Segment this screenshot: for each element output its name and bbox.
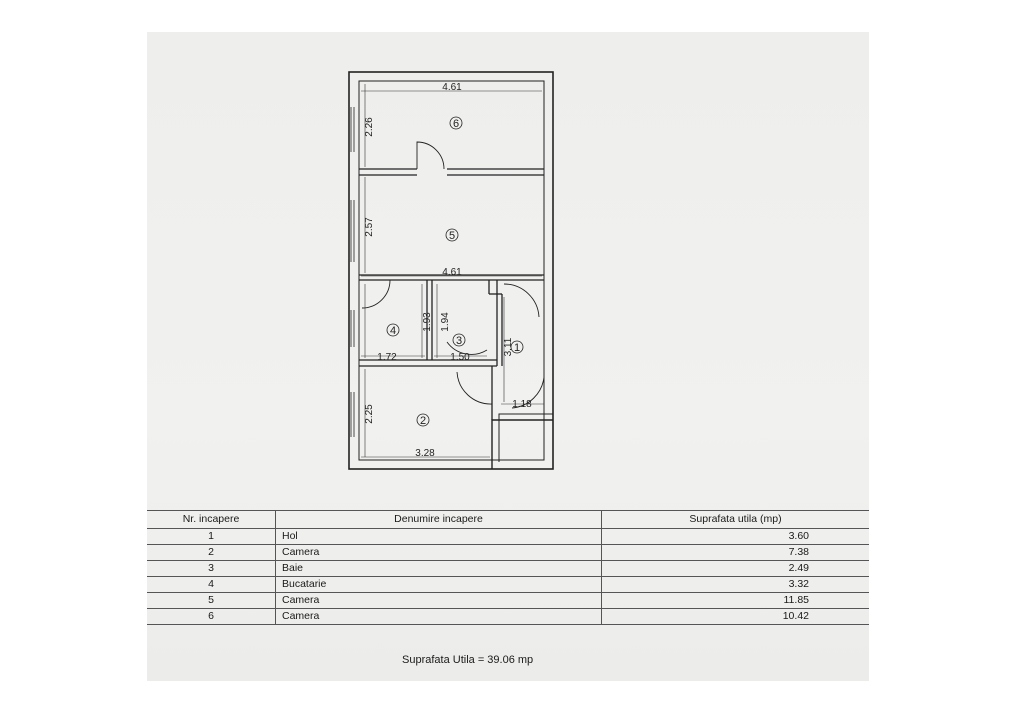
row-name: Baie [275,560,602,577]
table-row: 1 Hol 3.60 [147,528,869,545]
left-windows [350,107,355,437]
row-nr: 6 [147,608,276,625]
row-area: 11.85 [601,592,869,609]
row-area: 7.38 [601,544,869,561]
row-nr: 5 [147,592,276,609]
table-row: 3 Baie 2.49 [147,560,869,577]
row-area: 2.49 [601,560,869,577]
row-name: Camera [275,608,602,625]
dimension-lines [361,84,544,458]
dim-width-mid: 4.61 [442,267,462,278]
dim-height-room4: 1.93 [422,312,433,332]
room-id-2: 2 [420,415,426,427]
header-nr: Nr. incapere [147,510,276,529]
room-id-4: 4 [390,325,396,337]
dim-width-room4: 1.72 [377,352,397,363]
table-row: 6 Camera 10.42 [147,608,869,625]
room-id-3: 3 [456,335,462,347]
row-nr: 2 [147,544,276,561]
dim-height-room2: 2.25 [364,404,375,424]
row-area: 3.60 [601,528,869,545]
row-name: Camera [275,544,602,561]
room-labels [386,116,524,427]
table-row: 4 Bucatarie 3.32 [147,576,869,593]
table-row: 2 Camera 7.38 [147,544,869,561]
room-id-6: 6 [453,118,459,130]
row-name: Bucatarie [275,576,602,593]
floor-plan: 4.61 2.26 2.57 4.61 1.93 1.94 3.11 1.72 … [348,71,554,470]
dim-width-room3: 1.50 [450,352,470,363]
room-area-table: Nr. incapere Denumire incapere Suprafata… [147,510,869,625]
outer-walls [348,71,554,470]
row-name: Hol [275,528,602,545]
row-area: 3.32 [601,576,869,593]
total-area: Suprafata Utila = 39.06 mp [402,654,534,666]
dim-height-room5: 2.57 [364,217,375,237]
row-name: Camera [275,592,602,609]
row-area: 10.42 [601,608,869,625]
room-id-5: 5 [449,230,455,242]
header-name: Denumire incapere [275,510,602,529]
dim-height-room6: 2.26 [364,117,375,137]
dim-width-top: 4.61 [442,82,462,93]
dim-width-hall: 1.18 [512,399,532,410]
table-header-row: Nr. incapere Denumire incapere Suprafata… [147,510,869,529]
row-nr: 1 [147,528,276,545]
table-row: 5 Camera 11.85 [147,592,869,609]
dim-height-room3: 1.94 [440,312,451,332]
row-nr: 3 [147,560,276,577]
door-swings [361,141,545,409]
row-nr: 4 [147,576,276,593]
document-sheet: 4.61 2.26 2.57 4.61 1.93 1.94 3.11 1.72 … [147,32,869,681]
dim-height-hall: 3.11 [503,337,514,356]
dim-width-room2: 3.28 [415,448,435,459]
interior-walls [359,168,544,420]
room-id-1: 1 [514,342,520,354]
header-area: Suprafata utila (mp) [601,510,869,529]
